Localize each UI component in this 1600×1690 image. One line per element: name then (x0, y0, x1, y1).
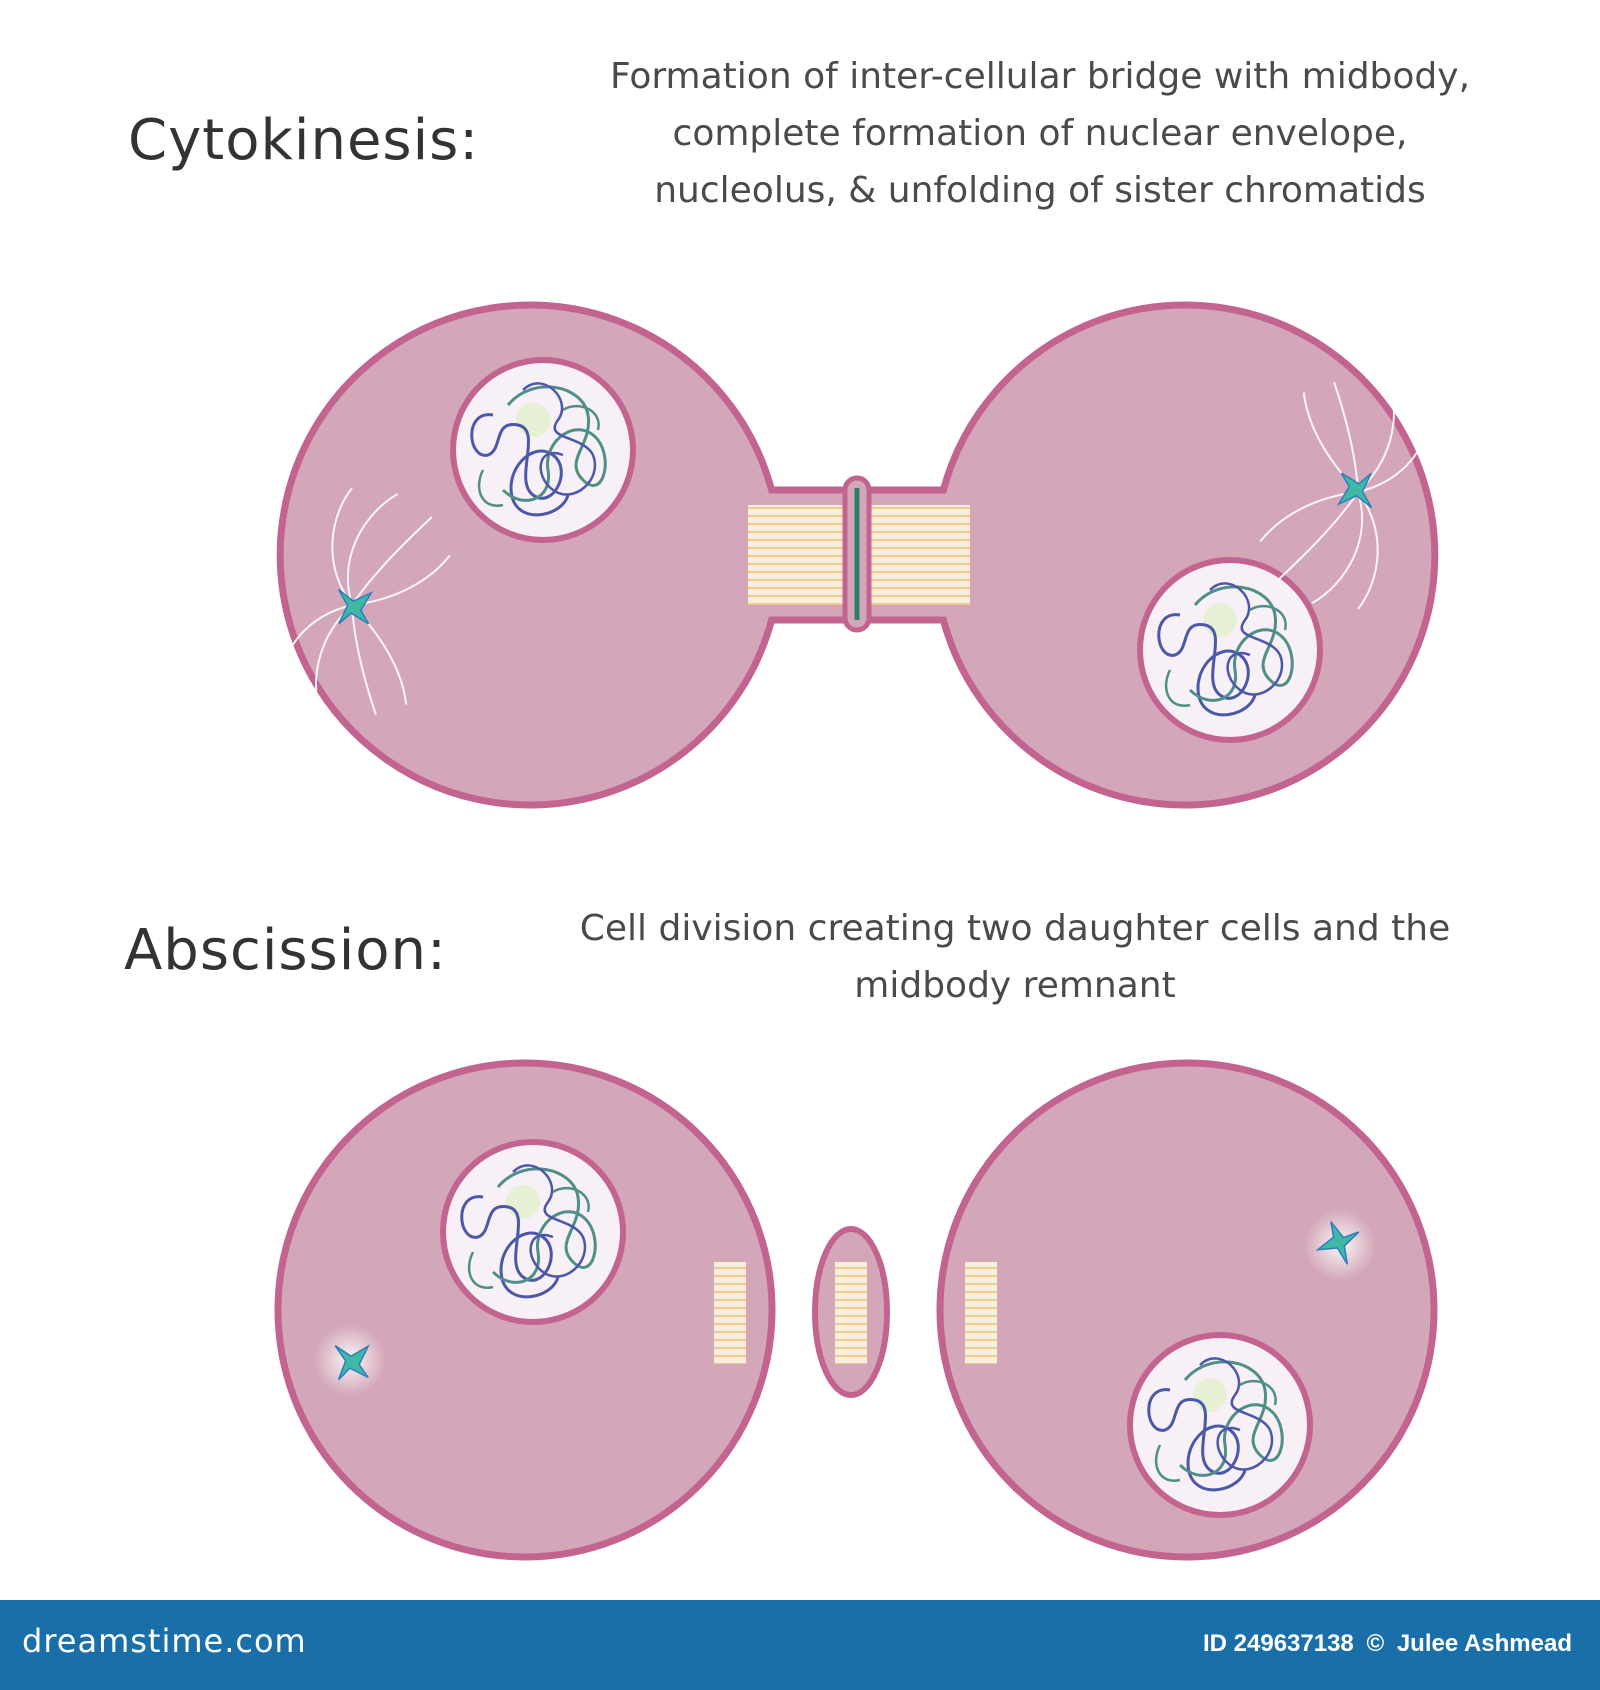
left-daughter-centrosome (314, 1324, 386, 1396)
image-credit: ID 249637138 © Julee Ashmead (1197, 1630, 1572, 1658)
abscission-illustration (274, 1059, 1438, 1561)
watermark-brand[interactable]: dreamstime.com (22, 1622, 307, 1660)
right-daughter-centrosome (1304, 1209, 1376, 1281)
left-nucleus (453, 360, 633, 540)
cytokinesis-illustration (271, 301, 1439, 809)
right-daughter-nucleus (1130, 1335, 1310, 1515)
right-nucleus (1140, 560, 1320, 740)
copyright-symbol: © (1366, 1630, 1385, 1657)
cytokinesis-description-line: Formation of inter-cellular bridge with … (609, 56, 1471, 97)
cytokinesis-title: Cytokinesis: (128, 108, 480, 173)
left-cell-microtubule-stub (714, 1262, 746, 1364)
cytokinesis-description: Formation of inter-cellular bridge with … (560, 48, 1520, 219)
cytokinesis-description-line: complete formation of nuclear envelope, (672, 113, 1408, 154)
cell-division-diagram (271, 301, 1439, 1561)
abscission-description-line: midbody remnant (854, 965, 1176, 1006)
cytokinesis-description-line: nucleolus, & unfolding of sister chromat… (654, 170, 1426, 211)
author-name: Julee Ashmead (1396, 1630, 1572, 1657)
abscission-description: Cell division creating two daughter cell… (540, 900, 1490, 1014)
left-daughter-nucleus (443, 1142, 623, 1322)
abscission-description-line: Cell division creating two daughter cell… (579, 908, 1451, 949)
right-cell-microtubule-stub (965, 1262, 997, 1364)
abscission-title: Abscission: (124, 918, 447, 983)
image-id: ID 249637138 (1202, 1630, 1354, 1657)
watermark-footer: dreamstime.com ID 249637138 © Julee Ashm… (0, 1600, 1600, 1690)
